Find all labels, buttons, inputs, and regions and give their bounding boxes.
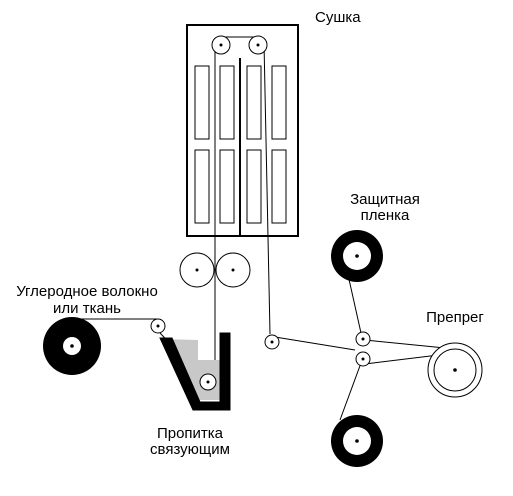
label-fiber-line2: или ткань [53, 300, 121, 317]
fiber-spool-icon [43, 317, 101, 375]
label-fiber-line1: Углеродное волокно [16, 283, 158, 300]
impregnation-bath [159, 332, 231, 411]
dryer-top-roller-left-icon [211, 35, 231, 55]
guide-roller-icon [150, 318, 166, 334]
laminating-roller-bottom-icon [355, 351, 371, 367]
dryer-top-roller-right-icon [248, 35, 268, 55]
film-spool-top-icon [331, 230, 383, 282]
label-film-line1: Защитная [350, 191, 420, 208]
label-impreg-line2: связующим [150, 441, 230, 458]
laminating-roller-top-icon [355, 331, 371, 347]
label-impreg-line1: Пропитка [157, 425, 224, 442]
exit-roller-icon [264, 334, 280, 350]
prepreg-take-up-roll-icon [427, 342, 483, 398]
squeeze-roller-right-icon [215, 252, 251, 288]
label-prepreg: Препрег [426, 309, 484, 326]
film-spool-bottom-icon [331, 415, 383, 467]
drying-chamber [186, 24, 299, 237]
label-drying: Сушка [315, 9, 361, 26]
squeeze-roller-left-icon [179, 252, 215, 288]
label-film-line2: пленка [361, 207, 410, 224]
